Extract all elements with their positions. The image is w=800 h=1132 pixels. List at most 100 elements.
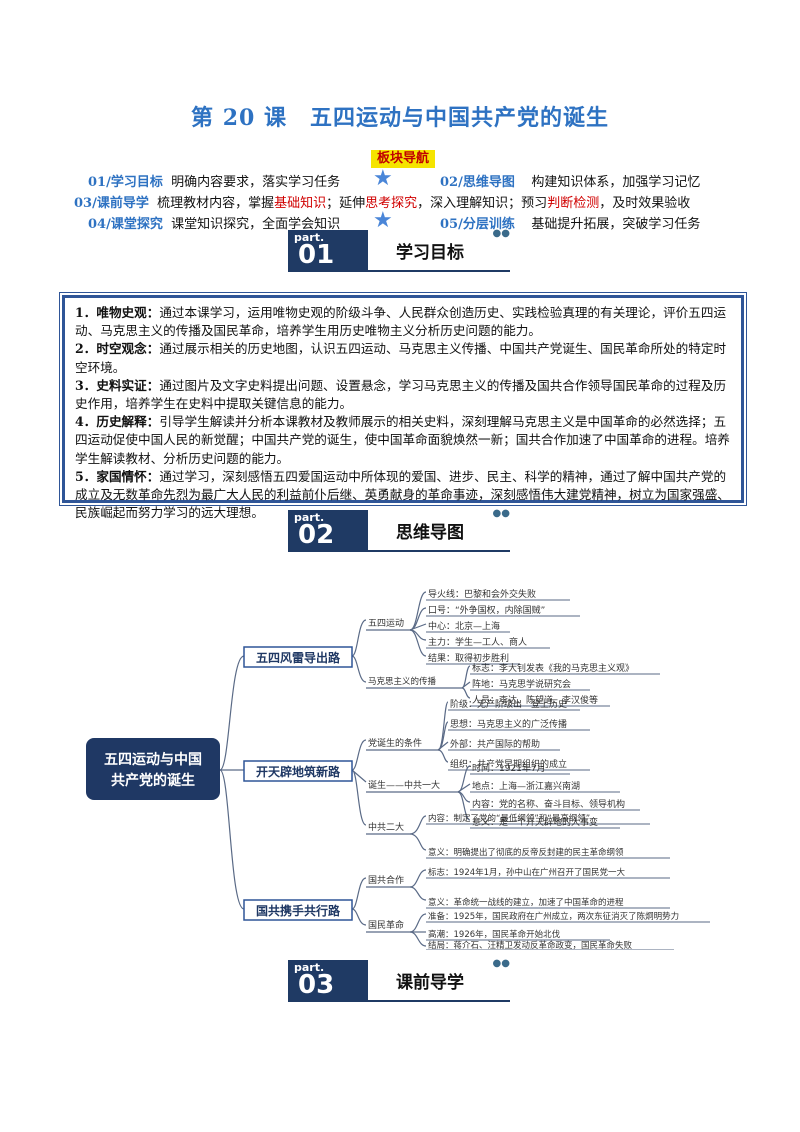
mindmap-sub-label: 国共合作 [368,874,404,886]
mindmap-leaf: 阶级：无产阶级出 登上历史 [450,698,567,710]
mindmap-leaf: 内容：制定了党的“最低纲领”和“最高纲领” [428,813,590,824]
divider [288,1000,510,1002]
mindmap-leaf: 阵地：马克思学说研究会 [472,678,571,690]
section-header-01: part. 01 学习目标 ●● [288,228,510,272]
mindmap-sub-label: 党诞生的条件 [368,737,422,749]
nav-highlight: 判断检测 [547,196,600,211]
divider [288,550,510,552]
nav-key: 04/课堂探究 [88,217,163,232]
goal-text: 引导学生解读并分析本课教材及教师展示的相关史料，深刻理解马克思主义是中国革命的必… [75,414,730,466]
part-tag: part. 03 [288,960,368,1002]
mindmap-leaf: 思想：马克思主义的广泛传播 [450,718,567,730]
nav-highlight: 思考探究 [365,196,418,211]
goal-text: 通过展示相关的历史地图，认识五四运动、马克思主义传播、中国共产党诞生、国民革命所… [75,341,727,375]
mindmap-leaf: 地点：上海—浙江嘉兴南湖 [472,780,580,792]
goal-key: 4．历史解释： [75,414,160,430]
mindmap-branch-label: 开天辟地筑新路 [256,764,341,779]
page-title: 第 20 课 五四运动与中国共产党的诞生 [191,105,609,131]
part-label: 课前导学 [396,973,464,993]
goal-item: 2．时空观念：通过展示相关的历史地图，认识五四运动、马克思主义传播、中国共产党诞… [75,340,731,376]
mindmap-leaf: 导火线：巴黎和会外交失败 [428,588,536,600]
mind-map: 五四运动与中国 共产党的诞生 五四风雷导出路 开天辟地筑新路 国共携手共行路 五… [86,588,710,950]
nav-item-training[interactable]: 05/分层训练 基础提升拓展，突破学习任务 [440,213,700,232]
nav-item-goals[interactable]: 01/学习目标 明确内容要求，落实学习任务 [88,171,340,190]
goal-text: 通过图片及文字史料提出问题、设置悬念，学习马克思主义的传播及国共合作领导国民革命… [75,377,727,412]
mindmap-leaf: 人员：李达、陈望道、李汉俊等 [472,694,598,706]
goal-item: 5．家国情怀：通过学习，深刻感悟五四爱国运动中所体现的爱国、进步、民主、科学的精… [75,468,731,523]
star-icon: ★ [373,166,393,191]
part-number: 01 [298,240,335,270]
mindmap-sub-label: 诞生——中共一大 [368,779,440,791]
mindmap-sub-label: 中共二大 [368,821,404,833]
section-header-02: part. 02 思维导图 ●● [288,508,510,552]
learning-goals-box: 1．唯物史观：通过本课学习，运用唯物史观的阶级斗争、人民群众创造历史、实践检验真… [59,292,747,520]
mindmap-root-box [86,738,220,800]
divider [288,270,510,272]
mindmap-leaf: 意义：革命统一战线的建立，加速了中国革命的进程 [428,897,624,908]
part-word: part. [294,961,325,974]
mindmap-leaf: 中心：北京—上海 [428,620,500,632]
mindmap-leaf: 时间：1921年7月 [472,762,546,774]
nav-text: 梳理教材内容，掌握 [157,196,275,211]
mindmap-leaf: 组织：共产党早期组织的成立 [450,758,567,770]
mindmap-branch-box [243,646,353,668]
mindmap-branch-box [243,760,353,782]
part-tag: part. 02 [288,510,368,552]
mindmap-leaf: 准备：1925年，国民政府在广州成立，两次东征消灭了陈炯明势力 [428,911,679,922]
mindmap-branch-label: 五四风雷导出路 [256,650,341,665]
mindmap-branch-box [243,899,353,921]
mindmap-leaf: 意义：明确提出了彻底的反帝反封建的民主革命纲领 [428,847,624,858]
leaf-icon: ●● [492,228,510,239]
nav-key: 03/课前导学 [74,196,149,211]
section-header-03: part. 03 课前导学 ●● [288,958,510,1002]
part-tag: part. 01 [288,230,368,272]
mindmap-leaf: 内容：党的名称、奋斗目标、领导机构 [472,798,625,810]
nav-item-preview[interactable]: 03/课前导学 梳理教材内容，掌握基础知识；延伸思考探究，深入理解知识；预习判断… [74,192,690,211]
goal-key: 2．时空观念： [75,341,160,357]
star-icon: ★ [373,208,393,233]
goal-item: 4．历史解释：引导学生解读并分析本课教材及教师展示的相关史料，深刻理解马克思主义… [75,413,731,468]
mindmap-leaf: 意义：是一个开天辟地的大事变 [472,816,598,828]
goal-key: 1．唯物史观： [75,305,160,320]
mindmap-leaf: 标志：1924年1月，孙中山在广州召开了国民党一大 [428,867,626,878]
part-word: part. [294,231,325,244]
mindmap-leaf: 外部：共产国际的帮助 [450,738,540,750]
nav-item-mindmap[interactable]: 02/思维导图 构建知识体系，加强学习记忆 [440,171,700,190]
mindmap-leaf: 高潮：1926年，国民革命开始北伐 [428,929,561,940]
nav-key: 05/分层训练 [440,217,515,232]
part-label: 学习目标 [396,243,464,263]
goal-key: 3．史料实证： [75,377,160,393]
mindmap-leaf: 口号：“外争国权，内除国贼” [428,604,545,616]
goal-text: 通过本课学习，运用唯物史观的阶级斗争、人民群众创造历史、实践检验真理的有关理论，… [75,305,727,339]
nav-text: ，深入理解知识；预习 [417,196,548,211]
goal-key: 5．家国情怀： [75,468,160,484]
nav-text: 明确内容要求，落实学习任务 [171,175,341,190]
mindmap-root-label: 共产党的诞生 [111,772,195,789]
nav-key: 02/思维导图 [440,175,515,190]
part-number: 03 [298,970,335,1000]
nav-text: ；延伸 [326,196,366,211]
part-word: part. [294,511,325,524]
mindmap-leaf: 结局：蒋介石、汪精卫发动反革命政变，国民革命失败 [428,940,633,950]
mindmap-leaf: 标志：李大钊发表《我的马克思主义观》 [472,662,634,674]
goal-item: 1．唯物史观：通过本课学习，运用唯物史观的阶级斗争、人民群众创造历史、实践检验真… [75,304,731,340]
nav-text: 课堂知识探究，全面学会知识 [171,217,341,232]
mindmap-sub-label: 国民革命 [368,919,404,931]
nav-text: 基础提升拓展，突破学习任务 [531,217,701,232]
mindmap-leaf: 主力：学生—工人、商人 [428,636,527,648]
mindmap-leaf: 结果：取得初步胜利 [428,652,509,664]
part-number: 02 [298,520,335,550]
nav-text: ，及时效果验收 [599,196,691,211]
leaf-icon: ●● [492,958,510,969]
part-label: 思维导图 [396,523,464,543]
nav-key: 01/学习目标 [88,175,163,190]
nav-text: 构建知识体系，加强学习记忆 [531,175,701,190]
nav-heading: 板块导航 [371,150,435,168]
nav-highlight: 基础知识 [274,196,327,211]
goal-text: 通过学习，深刻感悟五四爱国运动中所体现的爱国、进步、民主、科学的精神，通过了解中… [75,468,730,521]
nav-item-explore[interactable]: 04/课堂探究 课堂知识探究，全面学会知识 [88,213,340,232]
mindmap-branch-label: 国共携手共行路 [256,903,341,918]
mindmap-root-label: 五四运动与中国 [104,751,202,768]
goal-item: 3．史料实证：通过图片及文字史料提出问题、设置悬念，学习马克思主义的传播及国共合… [75,377,731,413]
mindmap-sub-label: 马克思主义的传播 [368,676,437,687]
